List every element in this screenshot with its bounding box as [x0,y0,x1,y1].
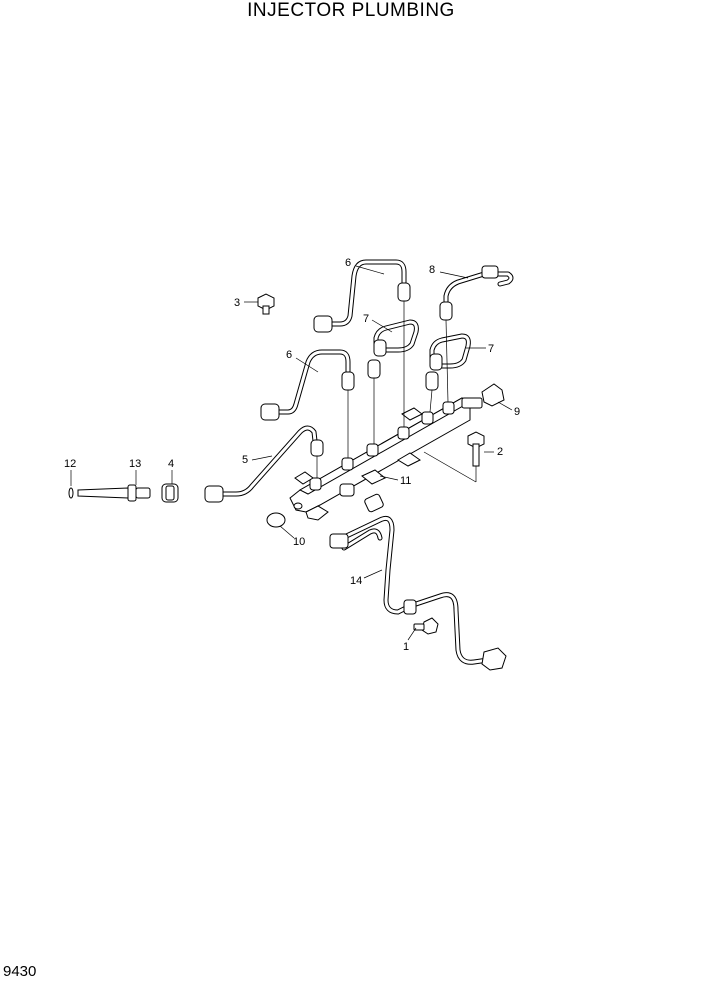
callout-3: 3 [234,297,240,309]
callout-2: 2 [497,446,503,458]
bolt-2 [467,431,485,467]
return-pipe-14 [329,493,507,671]
rail-ports [309,401,455,491]
pressure-sensor-9 [461,383,505,409]
callout-4: 4 [168,458,174,470]
rail-fitting [339,483,355,497]
plug-10 [266,512,286,528]
callout-6b: 6 [286,349,292,361]
callout-8: 8 [429,264,435,276]
callout-1: 1 [403,641,409,653]
callout-5: 5 [242,454,248,466]
callout-10: 10 [293,536,305,548]
bolt-3 [257,293,275,315]
callout-14: 14 [350,575,362,587]
injection-pipe-6-top [313,259,411,333]
callout-9: 9 [514,406,520,418]
callout-labels: 1 2 3 4 5 6 6 7 7 8 9 10 11 12 13 14 [64,257,520,653]
page-code: 9430 [3,963,37,980]
callout-leaders [70,265,513,641]
callout-12: 12 [64,458,76,470]
injection-pipe-6-middle [260,349,355,421]
alignment-lines [316,301,477,483]
callout-7a: 7 [363,313,369,325]
callout-6a: 6 [345,257,351,269]
injection-pipe-7-left [367,319,419,379]
nut-4 [161,483,179,503]
brackets [294,407,423,485]
injection-pipe-5 [204,425,324,503]
o-ring-12 [68,487,74,499]
page-title: INJECTOR PLUMBING [247,0,455,21]
connector-13 [77,484,151,502]
callout-11: 11 [400,475,411,487]
callout-7b: 7 [488,343,494,355]
bolt-1 [413,617,439,635]
callout-13: 13 [129,458,141,470]
injection-pipe-7-right [425,333,471,391]
injection-pipe-8 [439,265,514,321]
